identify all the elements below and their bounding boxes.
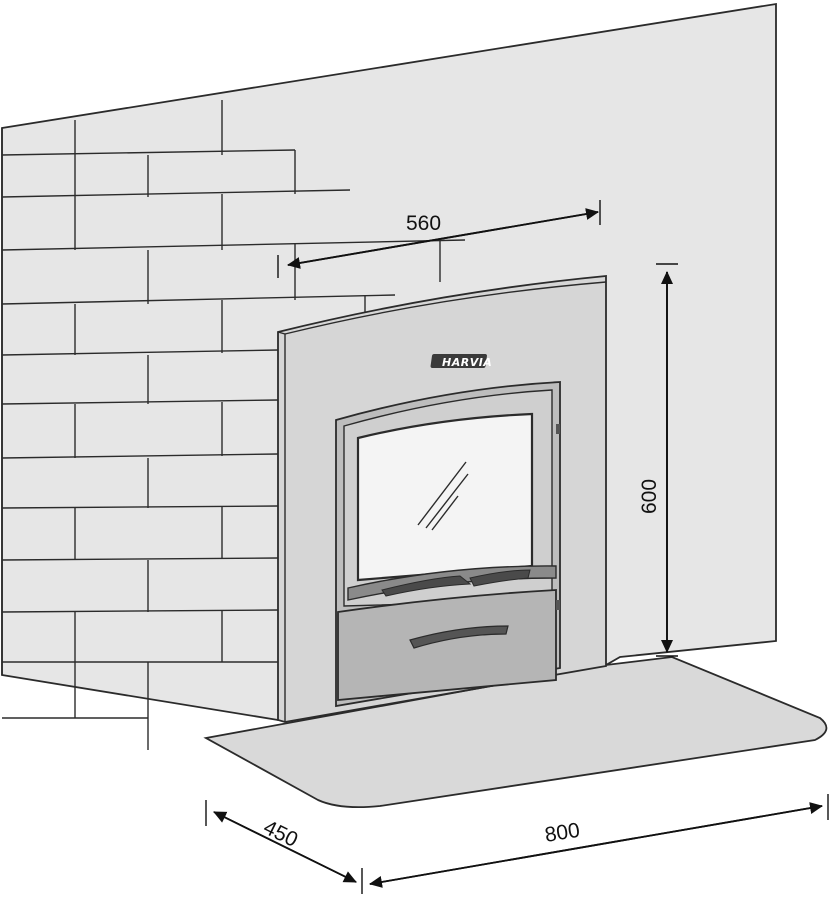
dimension-floor-width: 800 [369,794,829,888]
dimension-height-label: 600 [638,479,661,514]
ash-drawer [337,589,557,701]
dimension-depth: 450 [205,800,363,894]
stove-insert: HARVIA [277,275,607,723]
drawer-handle [409,625,509,649]
dimension-width-top-label: 560 [406,212,441,235]
dimension-floor-width-label: 800 [543,819,581,847]
dimension-width-top: 560 [277,200,601,278]
glass-window [356,412,534,582]
dimension-height: 600 [638,263,678,657]
floor-plate [203,656,828,809]
brand-logo-text: HARVIA [442,356,492,369]
dimension-depth-label: 450 [260,816,302,852]
brick-pattern [1,100,466,750]
brand-logo [430,354,487,368]
